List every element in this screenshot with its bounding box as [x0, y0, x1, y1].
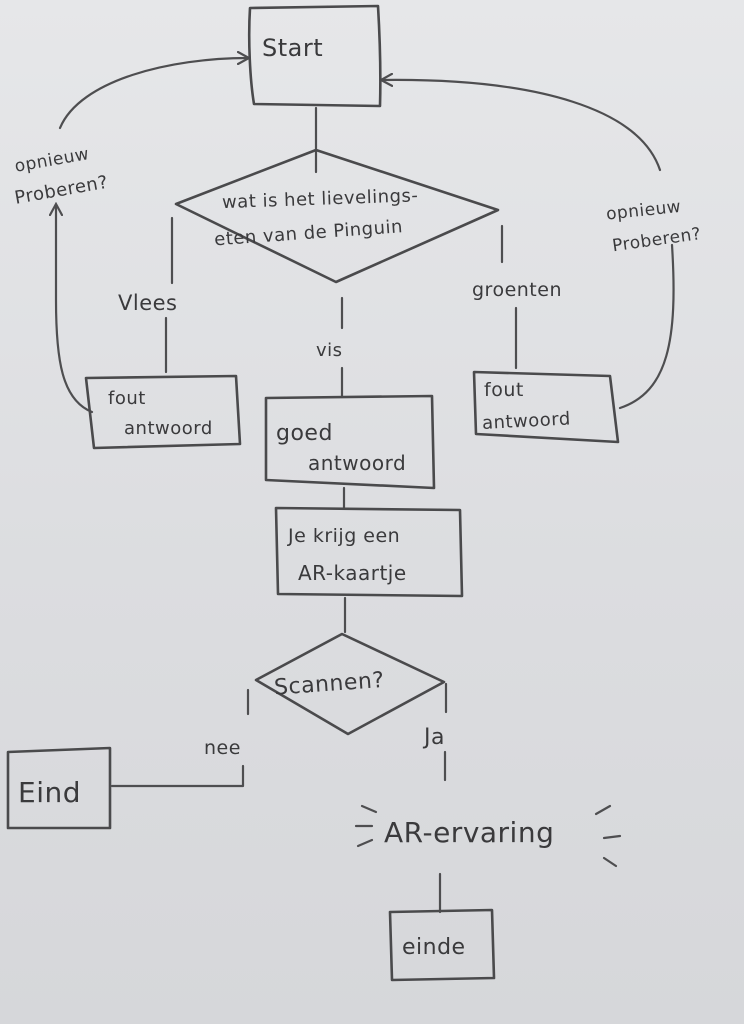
edge-retry-right-return	[382, 80, 662, 172]
retry-right-label-line1: opnieuw	[605, 197, 682, 225]
wrong-right-label-line1: fout	[484, 379, 524, 401]
scan-diamond	[254, 632, 446, 736]
question-label-line2: eten van de Pinguin	[214, 216, 404, 250]
start-label: Start	[262, 34, 323, 62]
question-label-line1: wat is het lievelings-	[222, 185, 419, 213]
start-node	[247, 4, 382, 108]
wrong-right-label-line2: antwoord	[482, 408, 572, 434]
connectors	[56, 58, 675, 914]
wrong-answer-left-box	[84, 374, 242, 450]
card-label-line2: AR-kaartje	[298, 561, 407, 585]
meat-label: Vlees	[118, 291, 177, 315]
retry-left-label-line2: Proberen?	[13, 172, 110, 209]
node-shapes	[6, 4, 622, 982]
end-bottom-label: einde	[402, 935, 466, 960]
end-bottom-box	[388, 908, 496, 982]
edge-retry-left-return	[58, 58, 248, 130]
end-left-box	[6, 746, 112, 830]
correct-label-line1: goed	[276, 421, 333, 446]
edge-no-to-end-left	[110, 764, 245, 788]
edge-retry-right-loop	[618, 243, 675, 410]
vegetables-label: groenten	[472, 279, 562, 301]
wrong-left-label-line2: antwoord	[124, 418, 213, 439]
no-label: nee	[204, 737, 241, 759]
retry-right-label-line2: Proberen?	[611, 224, 703, 256]
wrong-left-label-line1: fout	[108, 388, 146, 409]
correct-answer-box	[264, 394, 436, 490]
fish-label: vis	[316, 340, 343, 361]
correct-label-line2: antwoord	[308, 451, 406, 475]
end-left-label: Eind	[18, 776, 81, 809]
ar-card-box	[274, 506, 464, 598]
scan-label: Scannen?	[273, 668, 385, 701]
ar-experience-label: AR-ervaring	[384, 816, 554, 849]
question-diamond	[174, 148, 500, 284]
edge-retry-left-loop	[56, 205, 94, 414]
card-label-line1: Je krijg een	[287, 525, 400, 547]
retry-left-label-line1: opnieuw	[13, 144, 91, 177]
wrong-answer-right-box	[472, 370, 620, 444]
yes-label: Ja	[422, 725, 445, 750]
sparkle-icon	[354, 804, 622, 868]
